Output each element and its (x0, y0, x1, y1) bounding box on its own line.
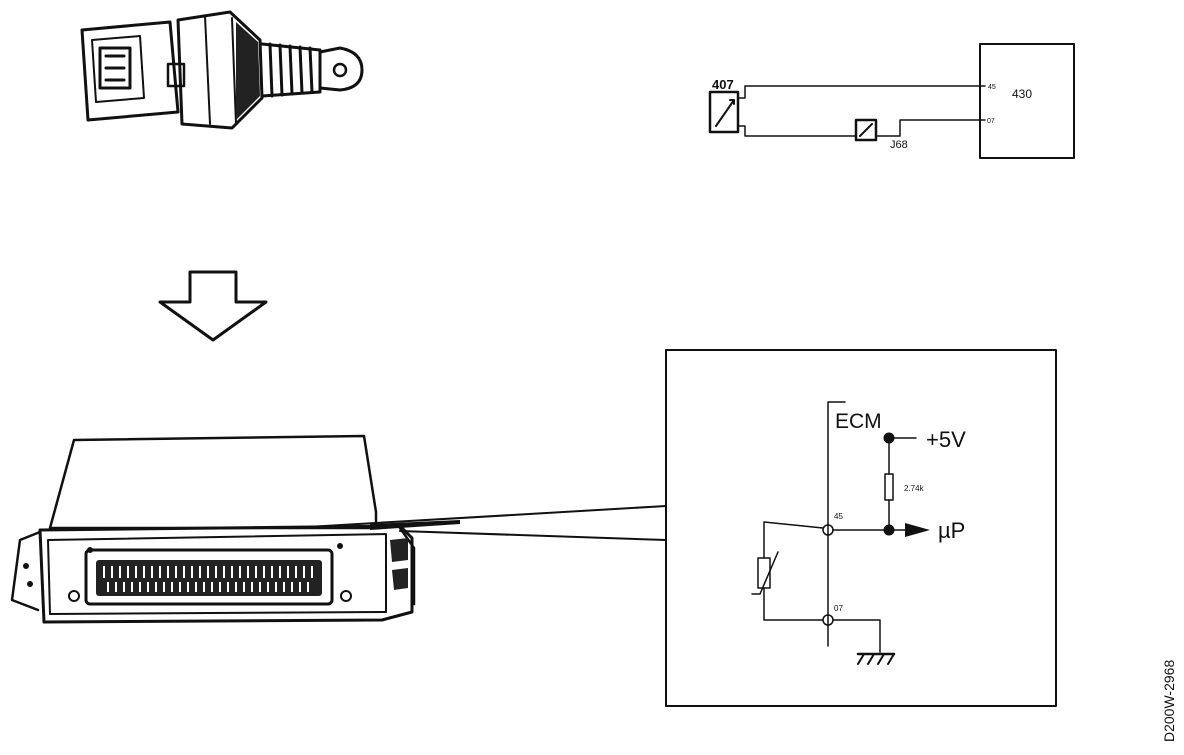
signal-pin-label: 45 (834, 512, 843, 521)
ecu-ref-label: 430 (1012, 87, 1032, 101)
leader-lines (289, 505, 667, 541)
sensor-ref-label: 407 (712, 77, 734, 92)
ecu-pin-top: 45 (988, 84, 996, 91)
arrow-down-icon (158, 270, 268, 342)
thermistor-icon (757, 557, 771, 589)
ecu-box (979, 43, 1075, 159)
ground-pin-label: 07 (834, 604, 843, 613)
ground-icon (856, 652, 896, 665)
signal-node (883, 524, 895, 536)
figure-code: D200W-2968 (1161, 660, 1177, 742)
ecm-label: ECM (835, 410, 882, 433)
connector-ref-label: J68 (890, 139, 908, 151)
ecu-pin-bottom: 07 (987, 118, 995, 125)
temperature-sensor-icon (80, 10, 364, 130)
ecm-unit-icon (10, 434, 416, 624)
supply-label: +5V (926, 427, 966, 452)
circuit-detail-frame (665, 349, 1057, 707)
connector-j68-symbol (854, 118, 878, 142)
processor-label: µP (938, 518, 965, 543)
pullup-resistor (884, 473, 894, 501)
sensor-symbol (708, 90, 740, 134)
wiring-schematic: 407 J68 430 45 07 (708, 43, 1075, 159)
signal-arrow-icon (905, 523, 930, 537)
circuit-detail: ECM +5V 2.74k 45 µP 07 (665, 349, 1057, 707)
ecm-pin-rows (103, 566, 313, 592)
resistor-label: 2.74k (904, 484, 925, 493)
